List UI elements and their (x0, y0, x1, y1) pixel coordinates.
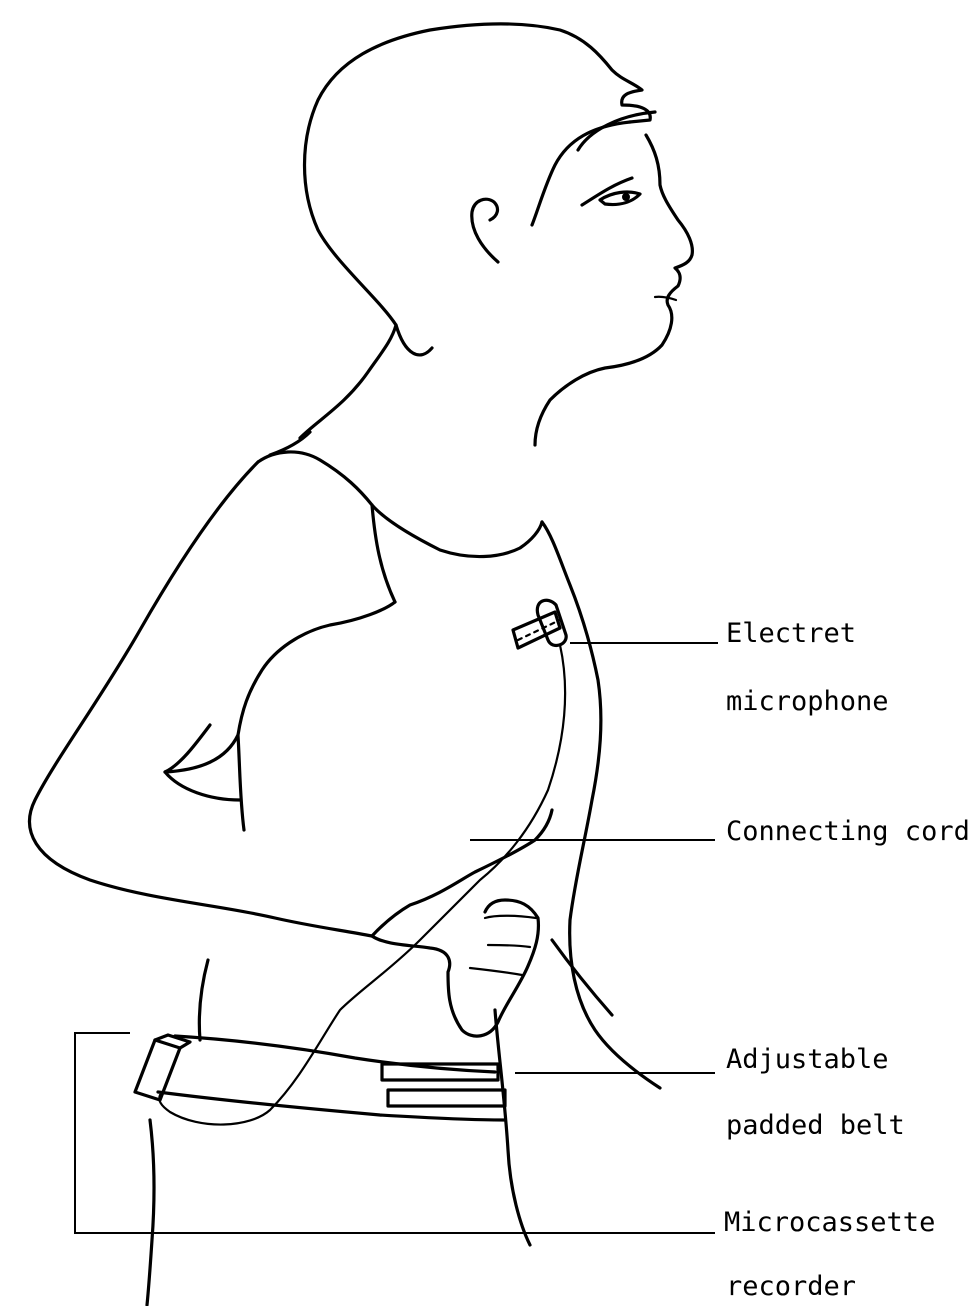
tank-top-strap (258, 452, 542, 557)
hip-front (495, 1010, 530, 1245)
label-recorder-line1: Microcassette (724, 1209, 935, 1236)
label-cord: Connecting cord (726, 818, 970, 845)
label-microphone-line2: microphone (726, 688, 889, 715)
mouth (655, 297, 676, 300)
arm-outer (30, 462, 372, 936)
arm-inner-line (238, 735, 244, 830)
hand (372, 900, 538, 1036)
ear (472, 199, 498, 262)
hand-fingers (470, 916, 536, 975)
belt-top (175, 1036, 495, 1072)
arm-inner-armpit (165, 602, 395, 772)
waist-left (199, 960, 208, 1040)
hair-fringe (532, 122, 630, 225)
label-belt-line1: Adjustable (726, 1046, 889, 1073)
belt-strap-lower (388, 1090, 505, 1106)
label-belt-line2: padded belt (726, 1112, 905, 1139)
label-recorder-line2: recorder (726, 1273, 856, 1300)
eye (600, 192, 640, 205)
elbow-crease (165, 772, 240, 800)
eye-pupil (622, 193, 630, 201)
hip-back (147, 1120, 154, 1305)
armhole (372, 505, 395, 602)
label-microphone-line1: Electret (726, 620, 856, 647)
connecting-cord (159, 645, 565, 1125)
neck-back (396, 325, 432, 355)
face-profile (535, 135, 692, 445)
